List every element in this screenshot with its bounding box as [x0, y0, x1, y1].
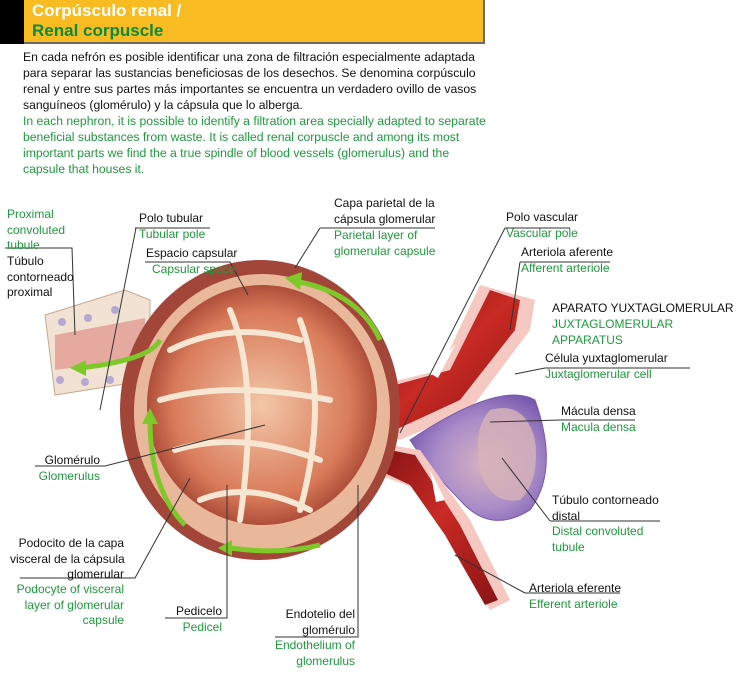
label-tubular-pole-es: Polo tubular: [139, 211, 204, 225]
intro-text: En cada nefrón es posible identificar un…: [23, 49, 493, 177]
label-line: capsule: [82, 613, 124, 627]
intro-es: En cada nefrón es posible identificar un…: [23, 50, 477, 112]
label-line: Capa parietal de la: [334, 196, 435, 210]
leader-lines: [5, 227, 690, 638]
label-line: glomerulus: [296, 653, 355, 668]
label-line: APPARATUS: [552, 332, 623, 347]
label-line: Podocyte of visceral: [16, 582, 124, 596]
label-line: cápsula glomerular: [334, 211, 436, 226]
label-capsular-space-en: Capsular space: [152, 262, 236, 276]
label-endothelium-en: Endothelium of glomerulus: [265, 638, 355, 669]
label-glomerulus-en: Glomerulus: [38, 469, 100, 483]
label-glomerulus-es: Glomérulo: [44, 453, 100, 467]
label-efferent-arteriole-es: Arteriola eferente: [529, 581, 622, 595]
capsule-shape: [120, 260, 400, 560]
glomerulus-shape: [157, 307, 333, 523]
page-title-en: Renal corpuscle: [32, 21, 164, 40]
label-line: layer of glomerular: [24, 597, 124, 612]
label-line: glomerular capsule: [334, 243, 436, 258]
filtrate-flow-arrows: [79, 279, 383, 554]
label-capsular-space-es: Espacio capsular: [146, 246, 238, 260]
label-line: Podocito de la capa: [18, 536, 124, 550]
label-juxtaglomerular-apparatus-es: APARATO YUXTAGLOMERULAR: [552, 301, 734, 315]
label-line: glomérulo: [302, 622, 355, 637]
label-parietal-layer-es: Capa parietal de la cápsula glomerular: [334, 196, 435, 227]
label-podocyte-es: Podocito de la capa visceral de la cápsu…: [10, 536, 125, 583]
proximal-tubule-shape: [44, 289, 151, 396]
label-distal-tubule-es: Túbulo contorneado distal: [552, 493, 659, 524]
header-banner: Corpúsculo renal / Renal corpuscle: [24, 0, 485, 44]
label-macula-densa-en: Macula densa: [561, 420, 636, 434]
label-afferent-arteriole-es: Arteriola aferente: [521, 245, 614, 259]
label-line: contorneado: [7, 269, 74, 284]
label-proximal-tubule-es: Túbulo contorneado proximal: [7, 254, 74, 301]
label-parietal-layer-en: Parietal layer of glomerular capsule: [334, 228, 435, 259]
label-vascular-pole-en: Vascular pole: [506, 226, 578, 240]
label-juxtaglomerular-apparatus-en: JUXTAGLOMERULAR APPARATUS: [552, 317, 673, 348]
efferent-arteriole-shape: [360, 440, 510, 610]
label-line: Endothelium of: [274, 638, 355, 652]
arrowheads: [70, 272, 302, 556]
label-line: distal: [552, 508, 581, 523]
label-vascular-pole-es: Polo vascular: [506, 210, 579, 224]
label-macula-densa-es: Mácula densa: [561, 404, 636, 418]
label-line: tubule: [552, 539, 585, 554]
label-line: JUXTAGLOMERULAR: [552, 317, 674, 331]
label-line: tubule: [7, 238, 40, 252]
label-proximal-tubule-en: Proximal convoluted tubule: [7, 207, 65, 254]
label-line: Distal convoluted: [552, 524, 644, 538]
distal-tubule-shape: [409, 394, 547, 521]
label-afferent-arteriole-en: Afferent arteriole: [521, 261, 610, 275]
label-podocyte-en: Podocyte of visceral layer of glomerular…: [10, 582, 124, 629]
label-distal-tubule-en: Distal convoluted tubule: [552, 524, 643, 555]
afferent-arteriole-shape: [360, 285, 535, 440]
label-line: visceral de la cápsula: [10, 551, 125, 566]
page-title-es: Corpúsculo renal /: [32, 1, 182, 20]
intro-en: In each nephron, it is possible to ident…: [23, 114, 486, 176]
label-pedicel-es: Pedicelo: [175, 604, 222, 618]
label-line: Proximal: [7, 207, 54, 221]
label-line: glomerular: [67, 567, 124, 581]
label-line: Parietal layer of: [334, 228, 418, 242]
label-juxtaglomerular-cell-es: Célula yuxtaglomerular: [545, 351, 668, 365]
label-line: proximal: [7, 285, 53, 299]
label-juxtaglomerular-cell-en: Juxtaglomerular cell: [545, 367, 652, 381]
header-accent-bar: [0, 0, 24, 44]
label-pedicel-en: Pedicel: [182, 620, 222, 634]
label-efferent-arteriole-en: Efferent arteriole: [529, 597, 618, 611]
label-endothelium-es: Endotelio del glomérulo: [265, 607, 355, 638]
label-line: Endotelio del: [285, 607, 355, 621]
label-line: Túbulo: [7, 254, 44, 268]
label-tubular-pole-en: Tubular pole: [139, 227, 206, 241]
label-line: Túbulo contorneado: [552, 493, 659, 507]
label-line: convoluted: [7, 222, 66, 237]
